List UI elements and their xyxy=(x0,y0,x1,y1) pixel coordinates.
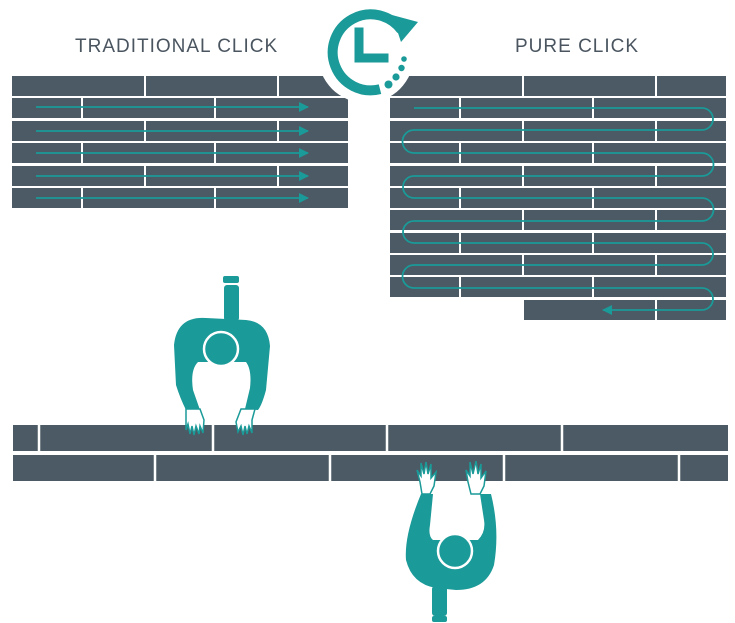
label-pure-click: PURE CLICK xyxy=(515,36,640,57)
label-traditional-click: TRADITIONAL CLICK xyxy=(75,36,279,57)
clock-refresh-icon xyxy=(318,7,418,103)
bottom-floor xyxy=(13,425,728,481)
pure-click-floor xyxy=(390,76,726,320)
installer-person-bottom-icon xyxy=(405,460,497,622)
traditional-floor xyxy=(12,76,348,208)
installer-person-top-icon xyxy=(174,276,270,436)
pure-click-serpentine-arrow xyxy=(401,107,715,315)
